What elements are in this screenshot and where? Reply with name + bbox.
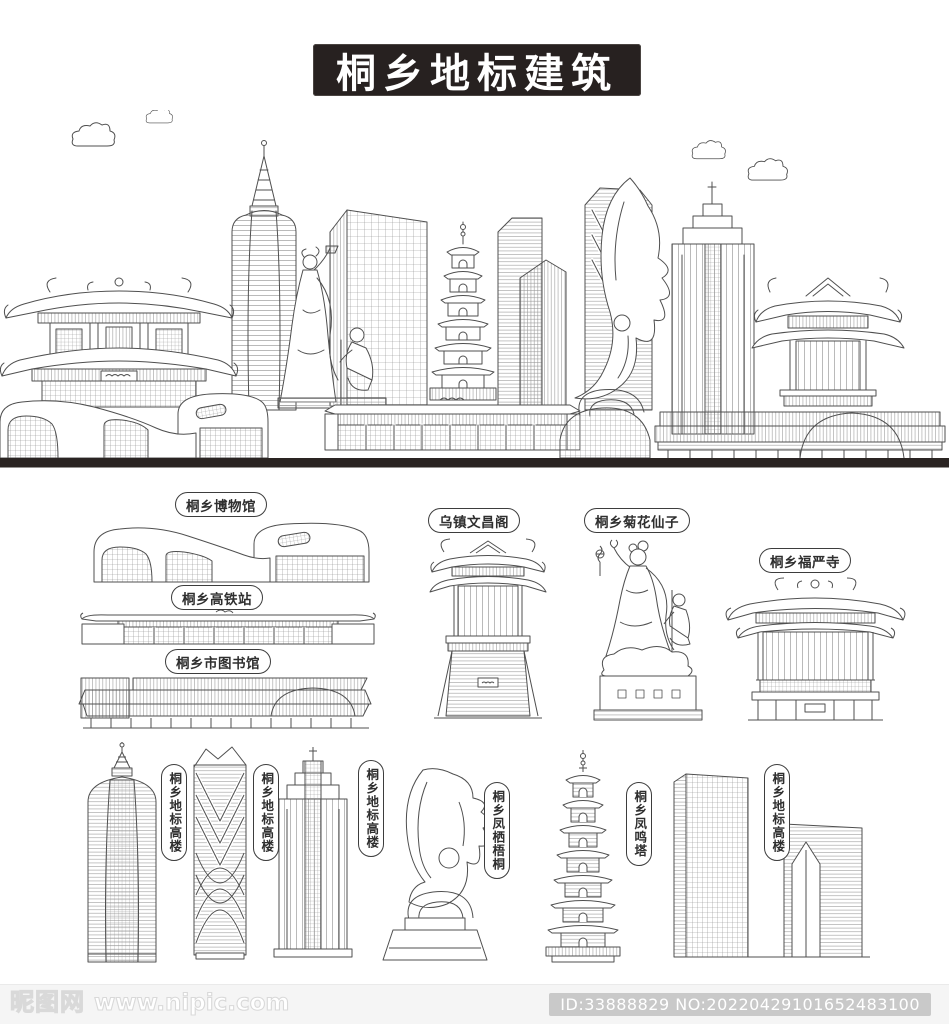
stepped-tower-drawing [671,181,755,435]
label-phoenix-sculpture: 桐乡凤栖梧桐 [484,782,510,879]
office-tower-drawing [329,209,428,407]
label-museum: 桐乡博物馆 [175,492,267,517]
station-front-drawing [324,397,581,452]
library-illustration [78,677,372,729]
round-tower-drawing [231,140,297,411]
label-fengming-pagoda: 桐乡凤鸣塔 [626,782,652,866]
watermark-site-name: 昵图网 [9,987,85,1016]
label-landmark-tower2: 桐乡地标高楼 [253,764,279,861]
watermark-id-badge: ID:33888829 NO:20220429101652483100 [549,993,931,1016]
fuyan-temple-illustration [725,577,906,721]
label-rail-station: 桐乡高铁站 [171,585,263,610]
label-landmark-tower1: 桐乡地标高楼 [161,764,187,861]
skyline-phoenix-drawing [559,177,670,459]
label-wenchang-pavilion: 乌镇文昌阁 [428,508,520,533]
label-fuyan-temple: 桐乡福严寺 [759,548,851,573]
page-title: 桐乡地标建筑 [336,51,618,97]
label-landmark-tower3: 桐乡地标高楼 [358,760,384,857]
skyline-pagoda-drawing [429,221,497,401]
landmark-tower1-illustration [87,742,157,963]
label-library: 桐乡市图书馆 [165,649,271,674]
chrysanthemum-fairy-illustration [593,539,703,721]
watermark-site: 昵图网 www.nipic.com [9,982,290,1017]
clouds [71,110,788,181]
temple-drawing [0,277,239,408]
fengming-pagoda-illustration [545,750,621,963]
library-front-drawing [654,411,946,459]
wenchang-pavilion-illustration [429,538,547,719]
fairy-statue-drawing [279,245,339,403]
landmark-tower2-illustration [193,746,247,960]
kneeling-statue-drawing [339,327,374,407]
title-banner: 桐乡地标建筑 [313,44,641,97]
skyline-illustration [0,110,949,468]
watermark-site-url: www.nipic.com [93,989,290,1016]
landmark-tower4-illustration [673,773,870,958]
slab-building-b [519,259,567,407]
rail-station-illustration [80,609,376,645]
museum-blob-drawing [0,393,269,459]
watermark-bar: 昵图网 www.nipic.com ID:33888829 NO:2022042… [0,984,949,1024]
label-chrysanthemum-fairy: 桐乡菊花仙子 [584,508,690,533]
ground-bar [0,458,949,468]
museum-illustration [93,522,370,583]
landmark-tower3-illustration [273,747,353,958]
phoenix-sculpture-illustration [382,768,490,961]
label-landmark-tower4: 桐乡地标高楼 [764,764,790,861]
skyline-pavilion-drawing [751,277,905,407]
